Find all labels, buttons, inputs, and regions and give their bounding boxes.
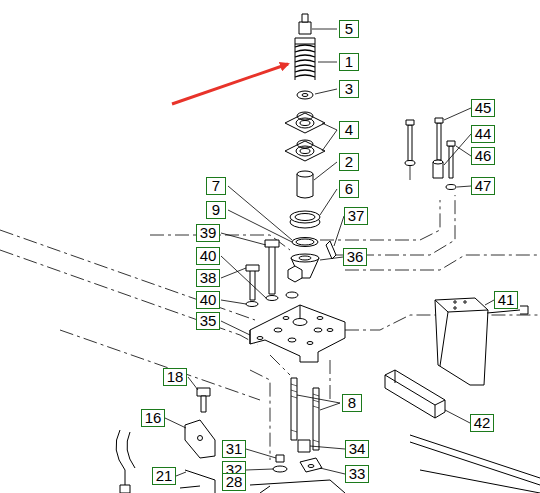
callout-number: 44 [471,125,496,143]
callout-number: 39 [196,224,221,242]
callout-number: 40 [196,247,221,265]
callout-number: 28 [222,473,247,491]
callout-number: 6 [339,180,359,198]
callout-number: 5 [339,20,359,38]
callout-number: 45 [471,99,496,117]
callout-number: 3 [339,80,359,98]
callout-number: 42 [470,414,495,432]
callout-number: 38 [196,269,221,287]
callout-number: 9 [206,201,226,219]
callout-number: 47 [471,177,496,195]
callout-number: 37 [344,207,369,225]
callout-number: 4 [339,121,359,139]
callout-number: 1 [339,53,359,71]
callout-number: 35 [196,312,221,330]
callout-number: 21 [152,467,177,485]
callout-number: 34 [345,440,370,458]
callout-number: 2 [339,153,359,171]
callout-number: 16 [141,409,166,427]
callout-number: 41 [494,291,519,309]
callout-number: 36 [343,248,368,266]
callout-number: 46 [471,147,496,165]
callout-number: 31 [222,440,247,458]
callout-number: 18 [163,368,188,386]
callout-number: 33 [345,465,370,483]
callout-number: 7 [206,177,226,195]
callout-number: 8 [342,394,362,412]
callout-number: 40 [196,291,221,309]
